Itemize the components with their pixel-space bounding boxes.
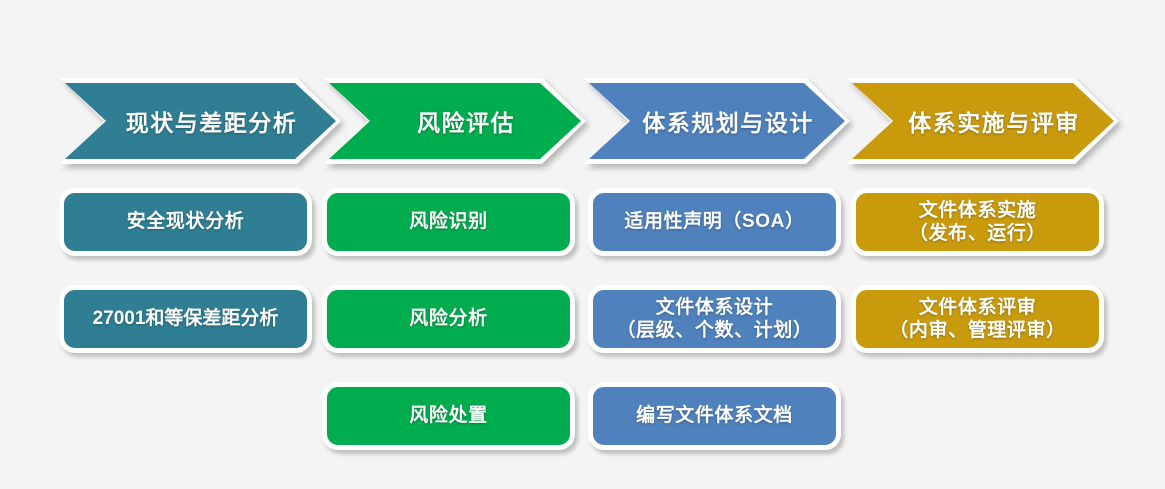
phase-header-label: 体系规划与设计: [642, 110, 814, 136]
chevron-fill: [65, 83, 336, 159]
process-card[interactable]: 风险处置: [322, 382, 575, 450]
phase-column-2: 风险识别 风险分析 风险处置: [322, 0, 575, 489]
process-card-label: 风险识别: [409, 211, 488, 233]
process-card-label: 文件体系实施 （发布、运行）: [908, 199, 1047, 244]
chevron-fill: [589, 83, 845, 159]
process-card-label: 文件体系设计 （层级、个数、计划）: [616, 296, 813, 341]
phase-header-label: 体系实施与评审: [908, 110, 1080, 136]
process-card-label: 文件体系评审 （内审、管理评审）: [889, 296, 1066, 341]
phase-header-chevron-3[interactable]: 体系规划与设计: [584, 78, 850, 164]
process-card[interactable]: 文件体系评审 （内审、管理评审）: [851, 285, 1104, 353]
phase-column-3: 适用性声明（SOA） 文件体系设计 （层级、个数、计划） 编写文件体系文档: [588, 0, 841, 489]
phase-column-1: 安全现状分析 27001和等保差距分析: [59, 0, 312, 489]
chevron-fill: [852, 83, 1114, 159]
process-card[interactable]: 文件体系设计 （层级、个数、计划）: [588, 285, 841, 353]
phase-column-4: 文件体系实施 （发布、运行） 文件体系评审 （内审、管理评审）: [851, 0, 1104, 489]
process-card[interactable]: 编写文件体系文档: [588, 382, 841, 450]
phase-header-label: 现状与差距分析: [125, 110, 298, 136]
process-card-label: 编写文件体系文档: [636, 405, 793, 427]
phase-header-label: 风险评估: [417, 110, 515, 136]
chevron-fill: [329, 83, 581, 159]
process-card-label: 风险处置: [409, 405, 488, 427]
process-card[interactable]: 文件体系实施 （发布、运行）: [851, 188, 1104, 256]
process-card[interactable]: 适用性声明（SOA）: [588, 188, 841, 256]
process-card[interactable]: 27001和等保差距分析: [59, 285, 312, 353]
phase-header-chevron-4[interactable]: 体系实施与评审: [847, 78, 1119, 164]
process-card-label: 适用性声明（SOA）: [624, 211, 805, 233]
process-card[interactable]: 风险分析: [322, 285, 575, 353]
process-card[interactable]: 风险识别: [322, 188, 575, 256]
process-card-label: 27001和等保差距分析: [92, 308, 279, 330]
process-card[interactable]: 安全现状分析: [59, 188, 312, 256]
process-card-label: 安全现状分析: [126, 211, 245, 233]
phase-header-chevron-2[interactable]: 风险评估: [324, 78, 586, 164]
process-card-label: 风险分析: [409, 308, 488, 330]
phase-header-chevron-1[interactable]: 现状与差距分析: [60, 78, 341, 164]
phase-header-row: 现状与差距分析 风险评估 体系规划与设计 体系实施与评审: [0, 78, 1165, 164]
